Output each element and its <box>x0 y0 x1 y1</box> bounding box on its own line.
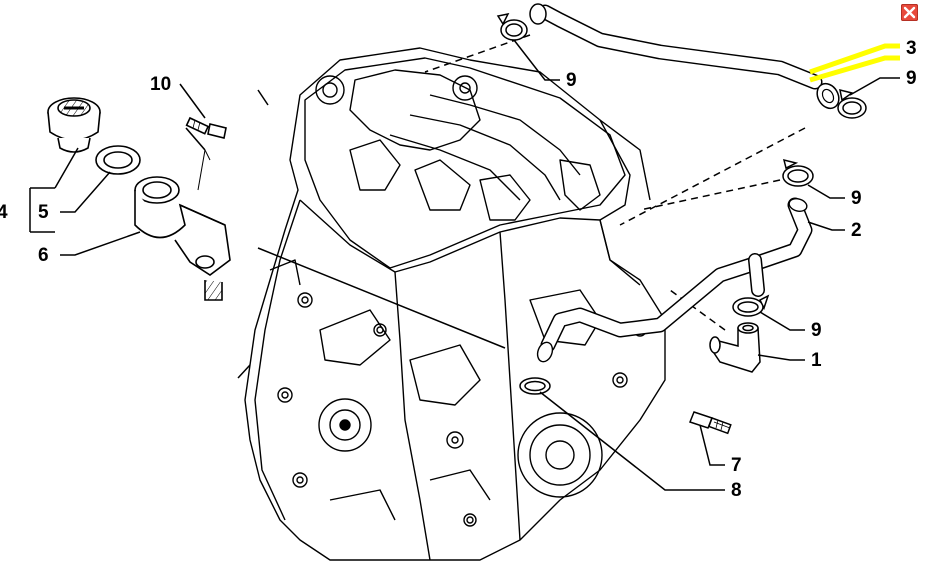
oil-filler-assembly <box>47 97 231 301</box>
breather-hose-lower <box>536 197 813 363</box>
clamp-lower-mid <box>732 294 770 317</box>
bolt-7 <box>689 411 732 435</box>
leader-lines <box>237 34 806 379</box>
callout-2: 2 <box>851 220 862 241</box>
clamp-right-top <box>837 88 867 119</box>
clamp-top <box>496 12 528 41</box>
callout-1: 1 <box>811 350 822 371</box>
callout-9-right-mid: 9 <box>851 188 862 209</box>
close-button[interactable] <box>901 4 918 21</box>
filler-neck <box>134 176 231 301</box>
callout-10: 10 <box>150 74 171 95</box>
clamp-right-mid <box>782 158 814 187</box>
callout-7: 7 <box>731 455 742 476</box>
callout-4: 4 <box>0 202 8 223</box>
callout-9-right-top: 9 <box>906 68 917 89</box>
callout-labels: 3 9 9 9 2 9 1 7 8 10 4 5 6 <box>0 38 917 501</box>
oil-filler-cap <box>47 97 101 153</box>
breather-hose-upper <box>529 3 840 110</box>
callout-8: 8 <box>731 480 742 501</box>
callout-6: 6 <box>38 245 49 266</box>
close-icon <box>903 6 916 19</box>
clamp-block <box>519 377 551 395</box>
seal-ring <box>95 145 141 175</box>
callout-9-top: 9 <box>566 70 577 91</box>
hose-clamps <box>496 12 867 395</box>
bolt-10 <box>185 116 227 139</box>
engine-block <box>244 47 666 561</box>
callout-9-lower-mid: 9 <box>811 320 822 341</box>
callout-5: 5 <box>38 202 49 223</box>
elbow-fitting <box>709 322 761 373</box>
callout-leaders <box>29 39 900 491</box>
callout-3: 3 <box>906 38 917 59</box>
